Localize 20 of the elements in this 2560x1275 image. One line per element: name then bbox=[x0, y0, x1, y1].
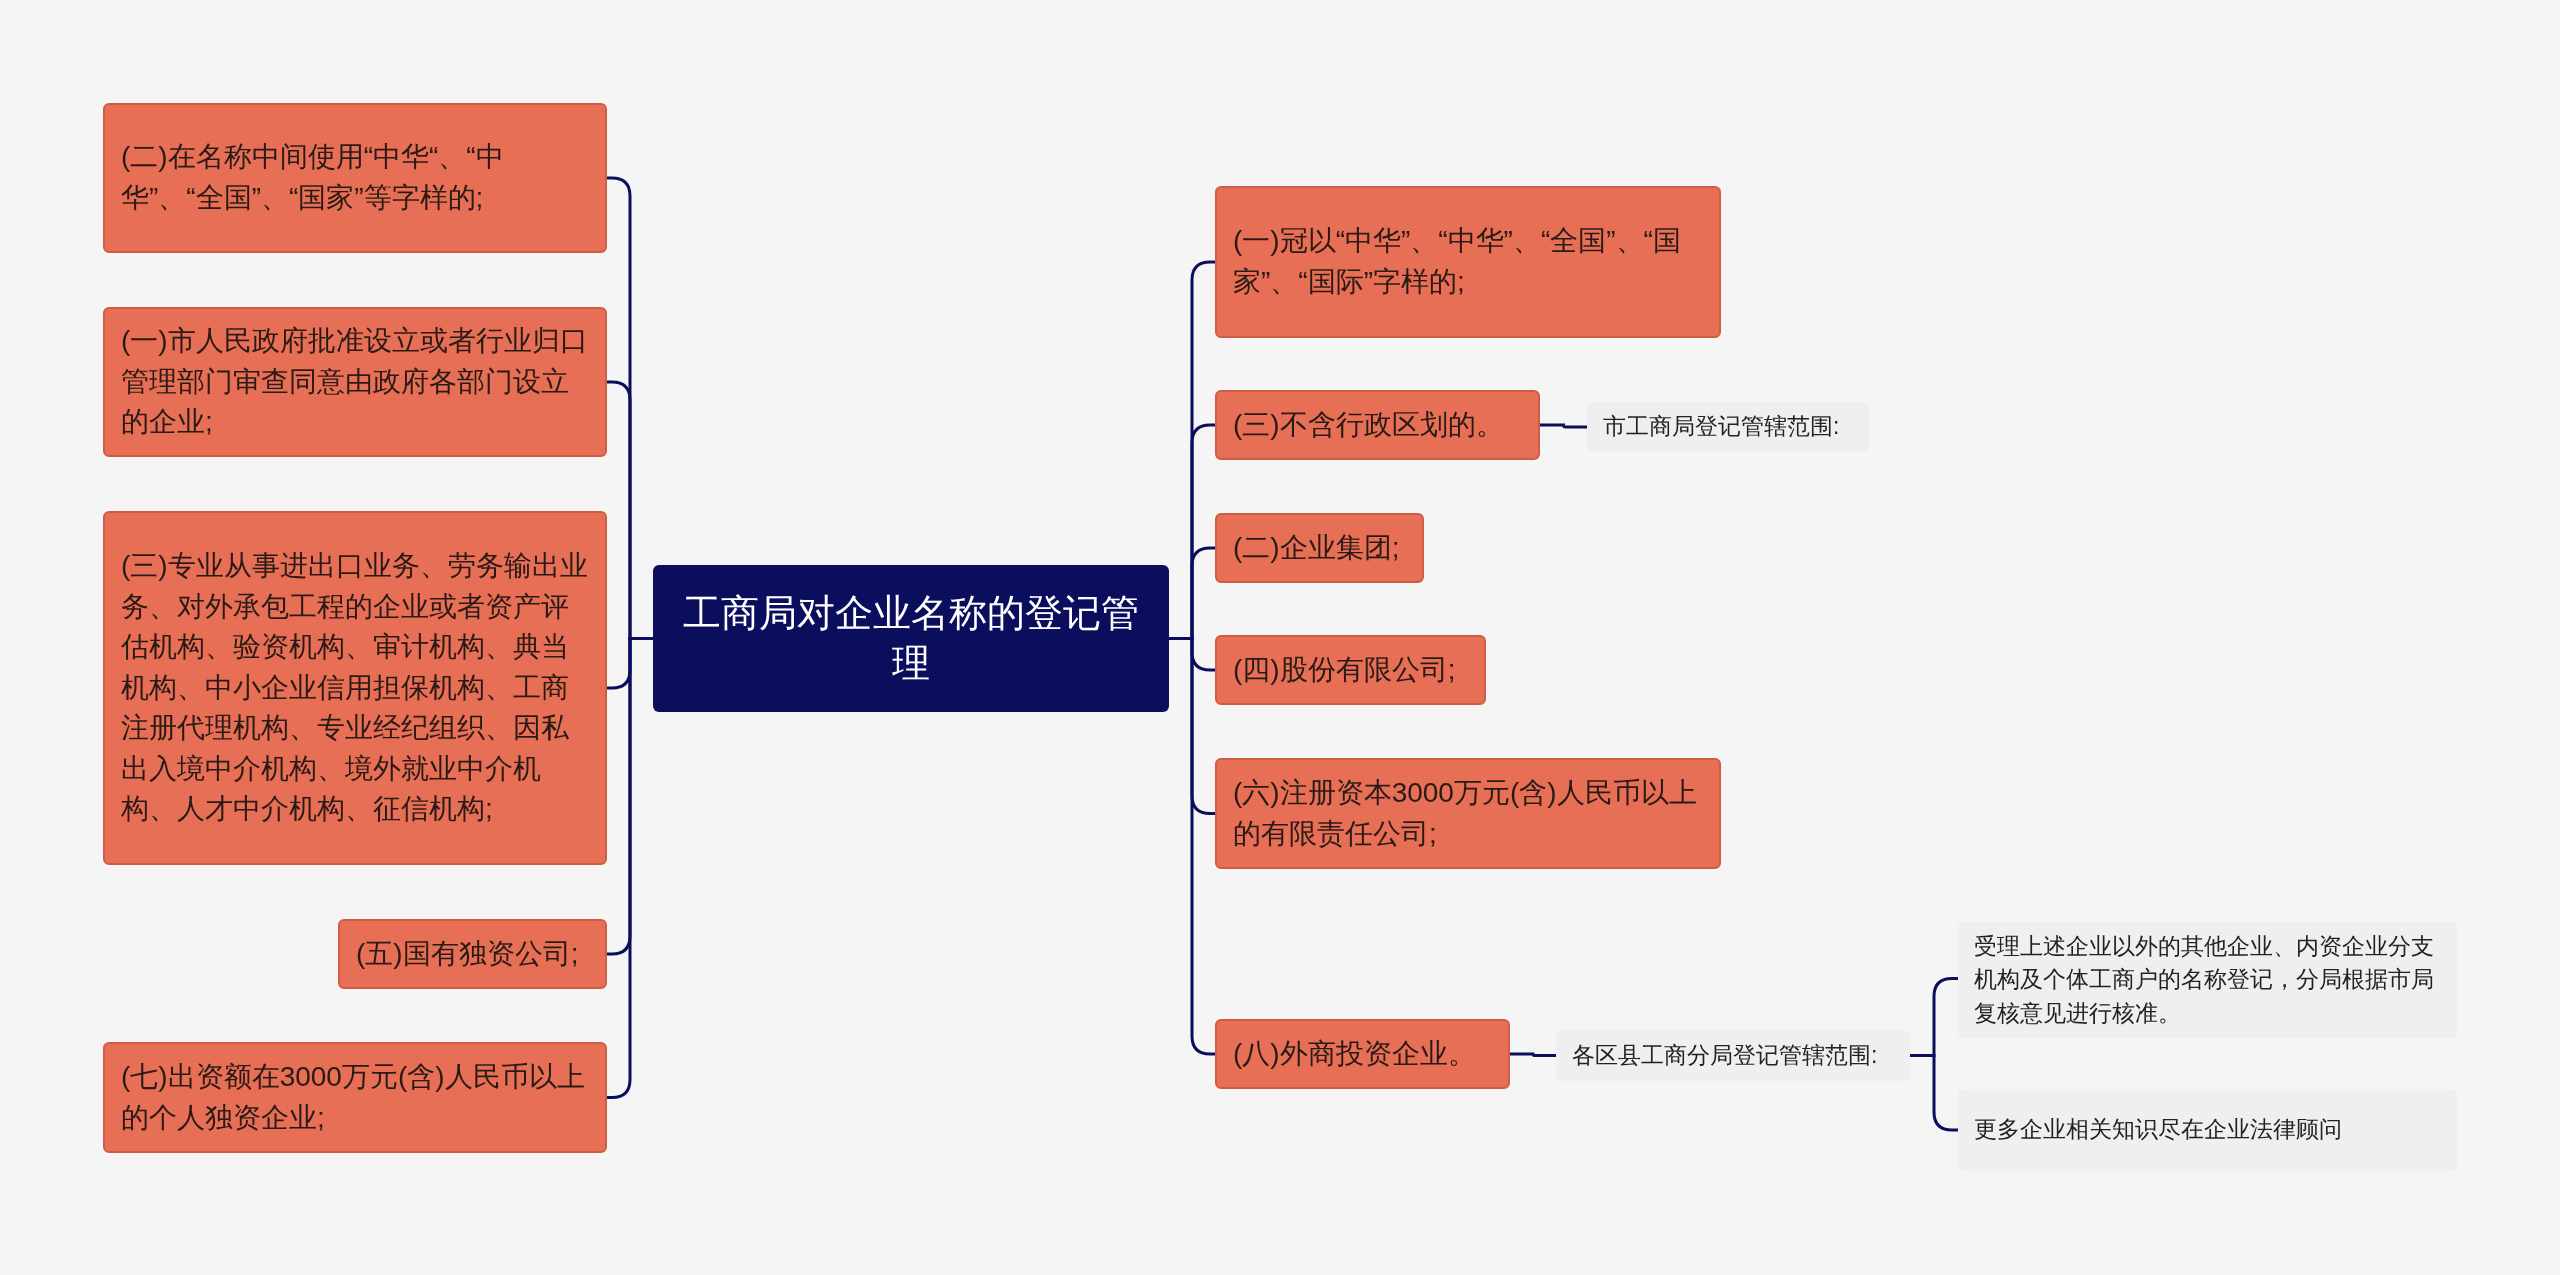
topic-box: (一)市人民政府批准设立或者行业归口管理部门审查同意由政府各部门设立的企业; bbox=[103, 307, 607, 457]
subtopic-box: 市工商局登记管辖范围: bbox=[1587, 402, 1869, 452]
connector-line bbox=[1169, 637, 1215, 1056]
topic-box: (五)国有独资公司; bbox=[338, 919, 607, 989]
topic-box: (三)专业从事进出口业务、劳务输出业务、对外承包工程的企业或者资产评估机构、验资机构、审计机构、典当机构、中小企业信用担保机构、工商注册代理机构、专业经纪组织、因私出入境中介机构、境外就业中介机构、人才中介机构、征信机构; bbox=[103, 511, 607, 865]
topic-box: (四)股份有限公司; bbox=[1215, 635, 1486, 705]
topic-box: (二)在名称中间使用“中华“、“中华”、“全国”、“国家”等字样的; bbox=[103, 103, 607, 253]
topic-box: (八)外商投资企业。 bbox=[1215, 1019, 1510, 1089]
topic-box: (六)注册资本3000万元(含)人民币以上的有限责任公司; bbox=[1215, 758, 1721, 869]
connector-line bbox=[1510, 1052, 1556, 1057]
topic-box: (一)冠以“中华”、“中华”、“全国”、“国家”、“国际”字样的; bbox=[1215, 186, 1721, 338]
topic-box: (二)企业集团; bbox=[1215, 513, 1424, 583]
topic-box: (三)不含行政区划的。 bbox=[1215, 390, 1540, 460]
subtopic-box: 各区县工商分局登记管辖范围: bbox=[1556, 1030, 1910, 1081]
central-topic-box: 工商局对企业名称的登记管理 bbox=[653, 565, 1169, 712]
connector-line bbox=[607, 637, 653, 1099]
connector-line bbox=[1540, 423, 1587, 429]
subtopic-box: 受理上述企业以外的其他企业、内资企业分支机构及个体工商户的名称登记，分局根据市局复核意见进行核准。 bbox=[1958, 922, 2457, 1039]
topic-box: (七)出资额在3000万元(含)人民币以上的个人独资企业; bbox=[103, 1042, 607, 1153]
subtopic-box: 更多企业相关知识尽在企业法律顾问 bbox=[1958, 1089, 2457, 1171]
